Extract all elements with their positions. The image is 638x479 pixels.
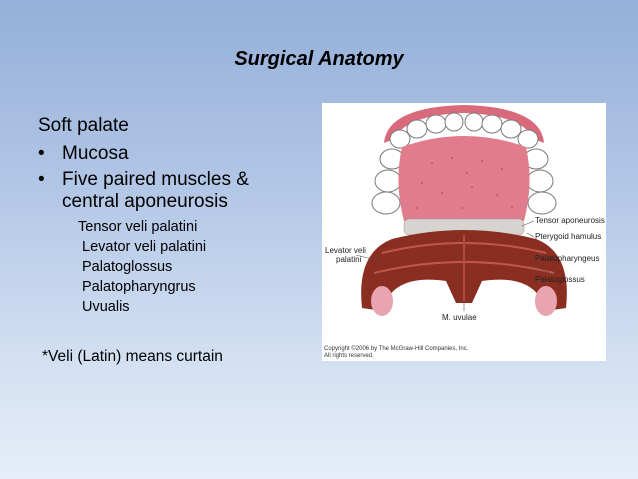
bullet-muscles: • Five paired muscles & central aponeuro…	[38, 169, 318, 213]
copyright-line-1: Copyright ©2006 by The McGraw-Hill Compa…	[324, 346, 469, 352]
sub-item-tensor: Tensor veli palatini	[78, 219, 198, 235]
soft-palate-illustration: Tensor aponeurosis Pterygoid hamulus Pal…	[322, 103, 606, 361]
soft-palate-heading: Soft palate	[38, 115, 129, 136]
label-levator-line-1: Levator veli	[325, 246, 366, 255]
sub-item-levator: Levator veli palatini	[82, 239, 207, 255]
content-text: Soft palate • Mucosa • Five paired muscl…	[38, 113, 318, 317]
sub-item-uvualis: Uvualis	[82, 299, 130, 315]
slide-title: Surgical Anatomy	[234, 48, 404, 70]
sub-item-palatoglossus: Palatoglossus	[82, 259, 173, 275]
copyright-text: Copyright ©2006 by The McGraw-Hill Compa…	[324, 346, 468, 360]
bullet-text-line-2: central aponeurosis	[62, 191, 228, 212]
sub-item-palatopharyngrus: Palatopharyngrus	[82, 279, 196, 295]
bullet-dot: •	[38, 143, 45, 164]
label-levator-line-2: palatini	[336, 255, 362, 264]
bullet-text-line-1: Five paired muscles &	[62, 169, 249, 190]
bullet-dot: •	[38, 169, 45, 190]
bullet-mucosa: • Mucosa	[38, 143, 318, 165]
latin-note: *Veli (Latin) means curtain	[42, 348, 223, 365]
label-palatoglossus: Palatoglossus	[535, 275, 585, 284]
palate-drawing	[355, 105, 567, 316]
bullet-text: Mucosa	[62, 143, 129, 164]
copyright-line-2: All rights reserved.	[324, 353, 374, 359]
label-palatopharyngeus: Palatopharyngeus	[535, 254, 600, 263]
label-uvulae: M. uvulae	[442, 313, 477, 322]
label-pterygoid-hamulus: Pterygoid hamulus	[535, 232, 602, 241]
label-tensor-aponeurosis: Tensor aponeurosis	[535, 216, 605, 225]
